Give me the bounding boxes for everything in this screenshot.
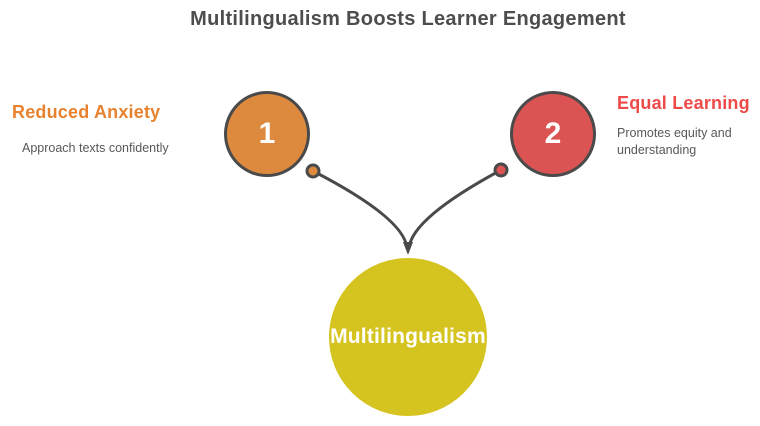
step-2-circle: 2	[510, 91, 596, 177]
step-2-description: Promotes equity and understanding	[617, 126, 732, 157]
center-topic-label: Multilingualism	[330, 325, 486, 348]
step-2-heading: Equal Learning	[617, 93, 750, 113]
connector-dot-left	[305, 163, 321, 179]
connector-dot-right	[493, 162, 509, 178]
step-1-description: Approach texts confidently	[22, 141, 169, 155]
step-2-number: 2	[544, 117, 562, 150]
step-1-heading: Reduced Anxiety	[12, 102, 161, 122]
step-1-number: 1	[258, 117, 276, 150]
arrowhead-icon	[403, 242, 413, 255]
connector-curve-left	[311, 169, 409, 250]
diagram-title: Multilingualism Boosts Learner Engagemen…	[190, 8, 626, 30]
center-topic-circle: Multilingualism	[325, 254, 491, 420]
step-1-circle: 1	[224, 91, 310, 177]
connector-curve-right	[407, 168, 503, 250]
